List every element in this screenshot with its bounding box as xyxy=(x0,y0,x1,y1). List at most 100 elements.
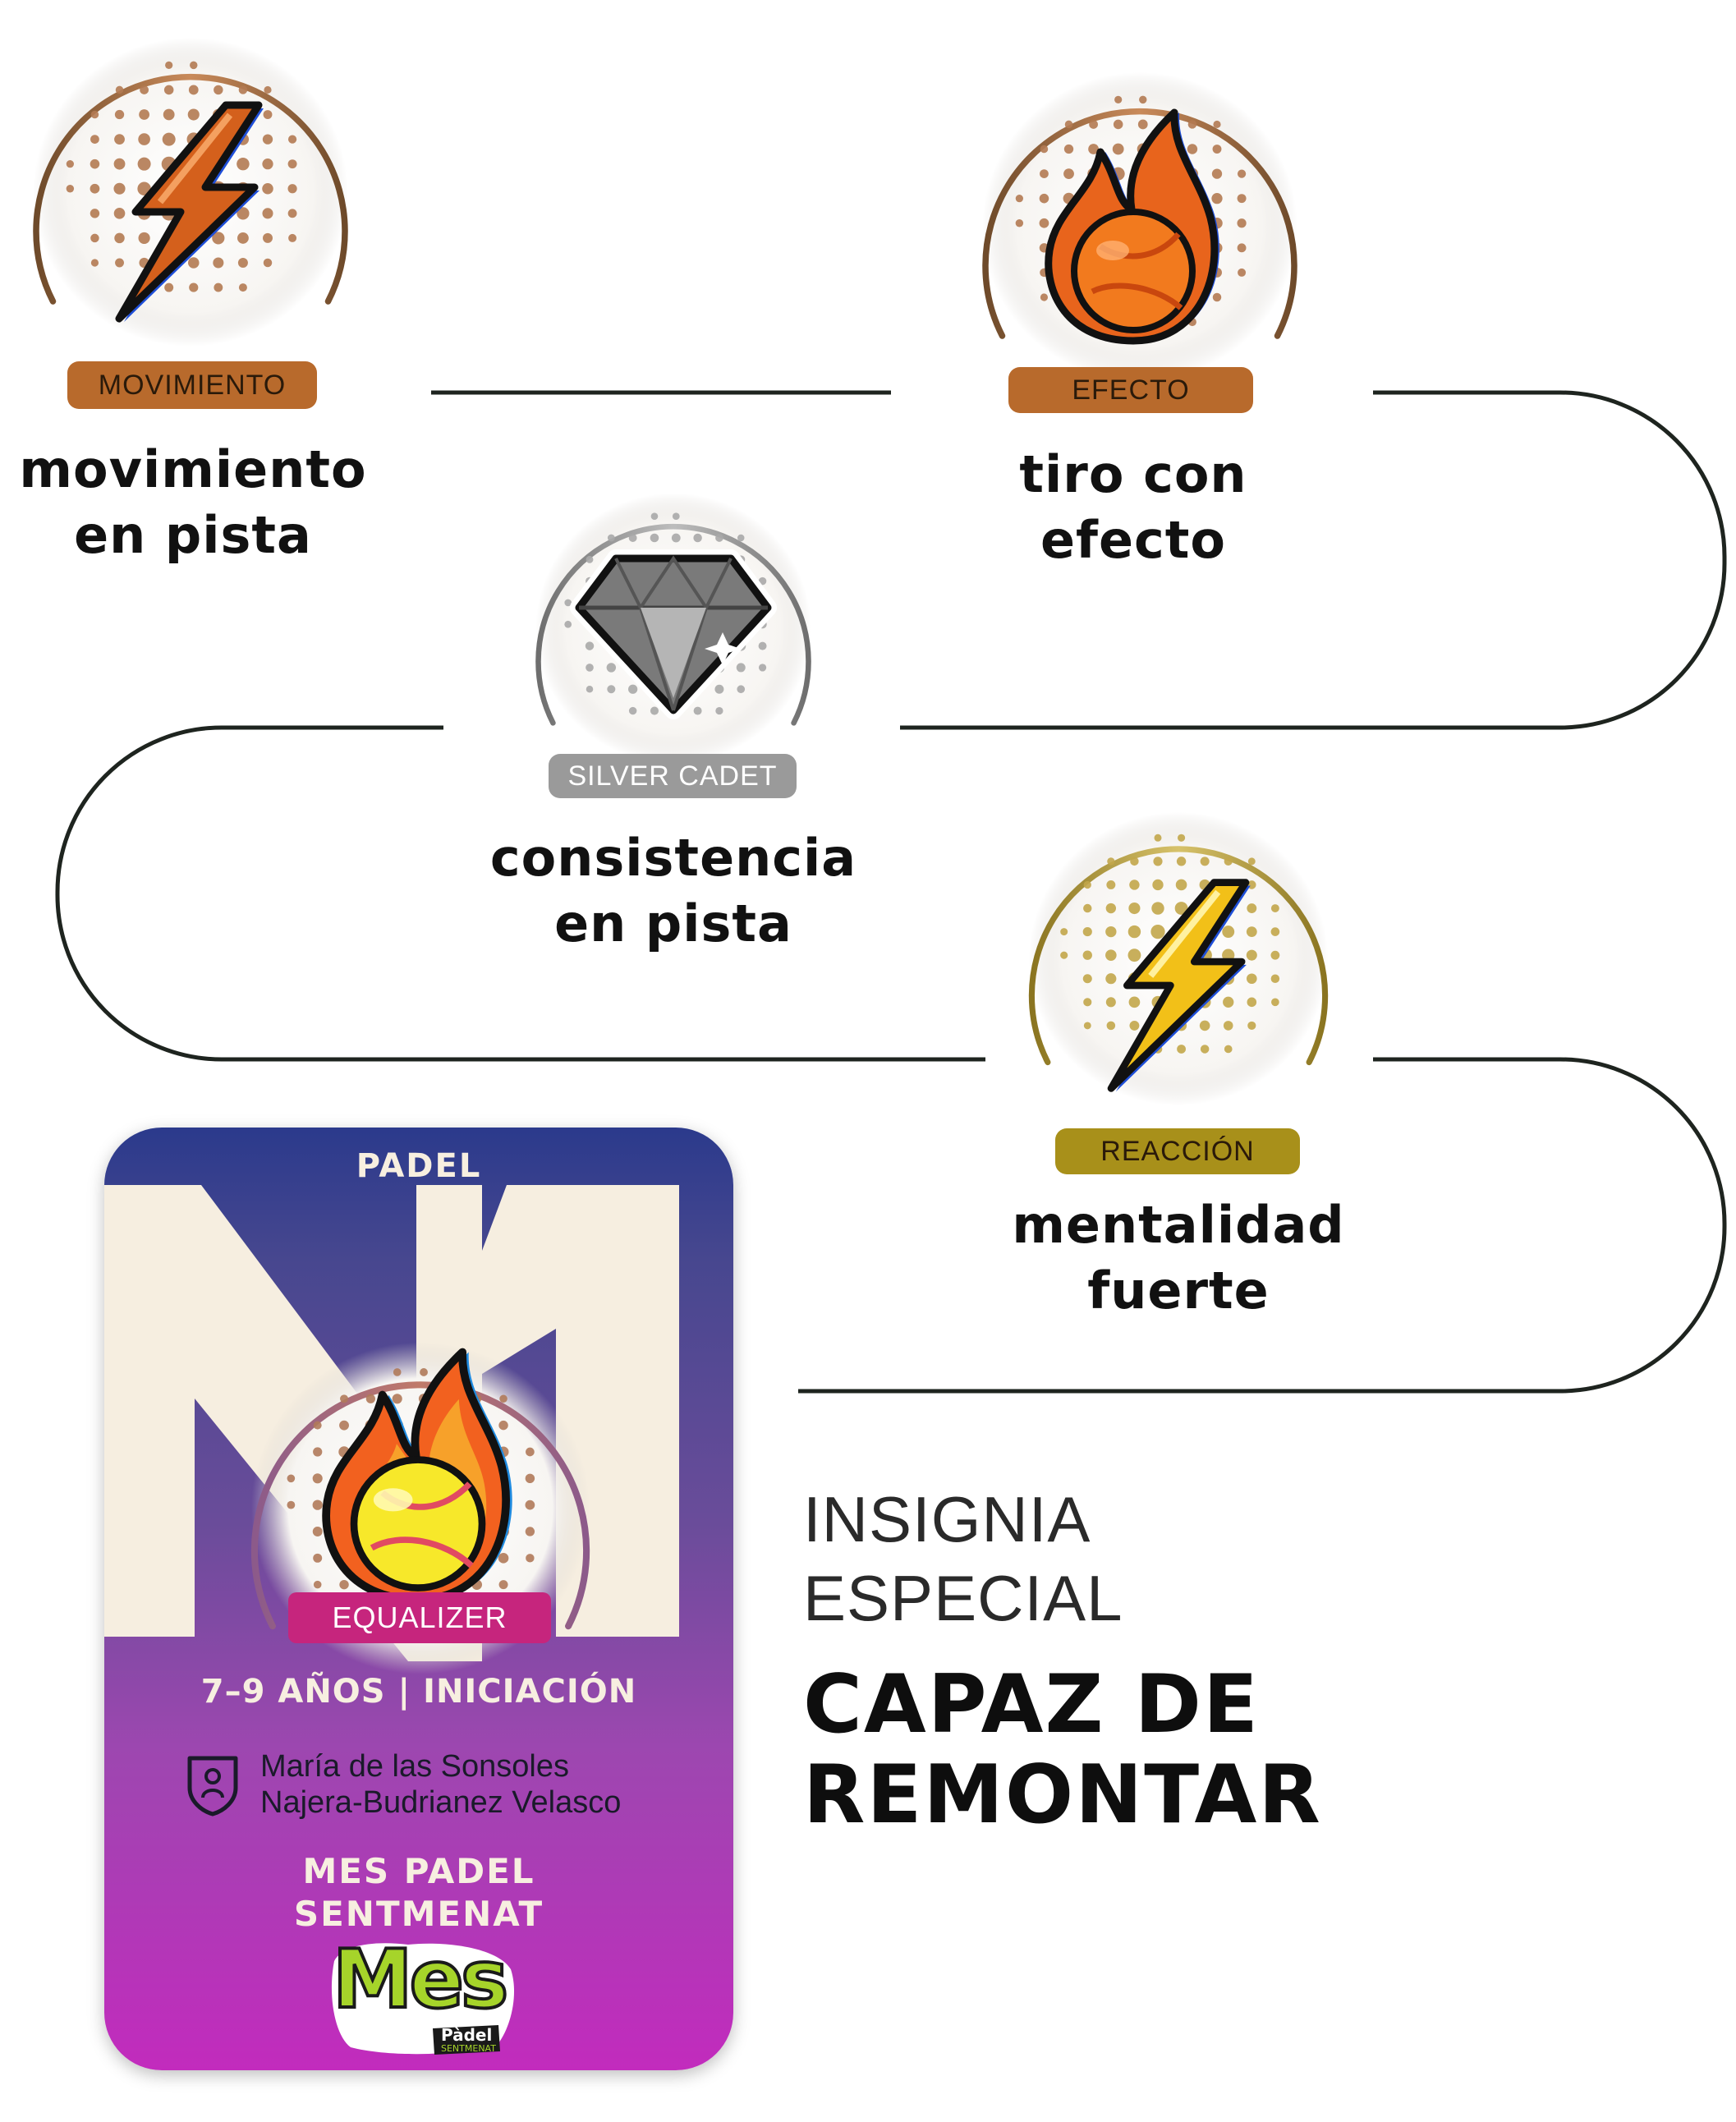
logo-sub2-text: SENTMENAT xyxy=(441,2043,496,2054)
badge-dot xyxy=(1112,143,1124,155)
badge-dot xyxy=(313,1580,322,1589)
badge-dot xyxy=(1237,218,1247,228)
badge-dot xyxy=(264,85,272,94)
badge-dot xyxy=(1246,926,1257,937)
badge-dot xyxy=(165,61,173,69)
badge-dot xyxy=(1237,194,1247,204)
badge-dot xyxy=(287,184,297,194)
badge-dot xyxy=(526,1554,535,1563)
badge-dot xyxy=(1106,1021,1116,1031)
badge-dot xyxy=(1064,120,1073,129)
badge-dot xyxy=(263,258,273,268)
logo-sub-text: Pàdel xyxy=(441,2025,493,2045)
badge-dot xyxy=(586,555,594,563)
badge-dot xyxy=(90,110,99,119)
badge-title-line: en pista xyxy=(74,505,312,565)
badge-dot xyxy=(1113,119,1123,130)
badge-dot xyxy=(262,158,273,170)
lightning-bolt-icon xyxy=(1107,879,1251,1092)
badge-dot xyxy=(340,1394,349,1403)
badge-dot xyxy=(1082,927,1092,937)
badge-dot xyxy=(392,1394,402,1404)
badge-dot xyxy=(525,1473,535,1484)
badge-dot xyxy=(313,1447,323,1457)
badge-dot xyxy=(238,283,247,292)
badge-dot xyxy=(262,183,273,195)
badge-rim xyxy=(1028,846,1329,1066)
badge-dot xyxy=(628,706,637,715)
badge-dot xyxy=(1128,996,1141,1008)
special-label-line: ESPECIAL xyxy=(803,1562,1123,1634)
badge-dot xyxy=(525,1527,535,1536)
club-name: MES PADEL SENTMENAT xyxy=(104,1850,733,1936)
badge-dot xyxy=(1211,168,1223,179)
badge-dot xyxy=(1247,903,1257,913)
badge-dot xyxy=(339,1420,349,1431)
badge-title: movimiento en pista xyxy=(0,437,386,568)
badge-dot xyxy=(163,85,174,95)
club-name-line: SENTMENAT xyxy=(293,1894,544,1934)
badge-dot xyxy=(1129,1020,1140,1031)
badge-title-line: efecto xyxy=(1040,510,1227,570)
badge-dot xyxy=(1200,857,1210,866)
badge-dot xyxy=(1224,1045,1233,1054)
badge-dot xyxy=(115,258,124,268)
badge-dot xyxy=(1237,243,1247,253)
player-card: N1 PADEL EQUALIZER 7–9 AÑOS | INICIACIÓN… xyxy=(104,1128,733,2070)
badge-dot xyxy=(287,1474,296,1483)
badge-category-label: REACCIÓN xyxy=(1055,1128,1300,1174)
badge-dot xyxy=(1015,219,1024,227)
badge-dot xyxy=(90,158,100,169)
badge-dot xyxy=(628,534,637,542)
badge-dot xyxy=(1176,857,1187,866)
badge-dot xyxy=(162,132,176,146)
badge-dot xyxy=(139,109,150,120)
club-name-line: MES PADEL xyxy=(302,1851,535,1891)
badge-dot xyxy=(114,232,125,244)
badge-dot xyxy=(1105,949,1117,961)
badge-rim xyxy=(33,73,348,305)
badge-dot xyxy=(1039,193,1049,204)
badge-dot xyxy=(188,257,200,269)
lightning-bolt-icon xyxy=(115,101,264,323)
club-logo: Mes Pàdel SENTMENAT xyxy=(326,1931,523,2060)
badge-dot xyxy=(1271,998,1279,1007)
badge-dot xyxy=(393,1368,402,1376)
badge-dot xyxy=(1270,927,1280,936)
badge-dot xyxy=(339,1579,349,1590)
badge-title: consistencia en pista xyxy=(468,825,879,957)
badge-dot xyxy=(1223,1021,1233,1031)
badge-dot xyxy=(1150,924,1165,939)
badge-dot xyxy=(1063,144,1074,154)
badge-dot xyxy=(586,664,594,672)
badge-dot xyxy=(499,1394,507,1403)
badge-dot xyxy=(262,134,273,145)
badge-dot xyxy=(138,133,150,145)
badge-dot xyxy=(585,641,595,650)
badge-dot xyxy=(113,158,126,170)
badge-dot xyxy=(1130,857,1139,866)
badge-dot xyxy=(758,664,767,672)
badge-dot xyxy=(1040,293,1049,301)
badge-dot xyxy=(263,110,273,119)
badge-dot xyxy=(715,706,723,715)
badge-dot xyxy=(90,259,99,267)
badge-title-line: fuerte xyxy=(1087,1261,1270,1321)
badge-dot xyxy=(1060,928,1068,936)
badge-title-line: tiro con xyxy=(1019,444,1247,504)
badge-dot xyxy=(90,233,99,243)
flaming-ball-icon xyxy=(322,1348,512,1604)
badge-rim xyxy=(982,108,1297,339)
badge-dot xyxy=(287,159,297,169)
club-logo-shape xyxy=(331,1943,515,2055)
badge-dot xyxy=(312,1473,323,1484)
badge-dot xyxy=(650,512,659,520)
badge-dot xyxy=(263,232,273,243)
badge-dot xyxy=(1040,169,1049,178)
card-badge-label: EQUALIZER xyxy=(288,1592,551,1643)
badge-dot xyxy=(1222,926,1235,939)
badge-dot xyxy=(607,534,615,542)
badge-dot xyxy=(365,1394,376,1403)
badge-dot xyxy=(262,208,273,219)
badge-dot xyxy=(115,85,124,94)
